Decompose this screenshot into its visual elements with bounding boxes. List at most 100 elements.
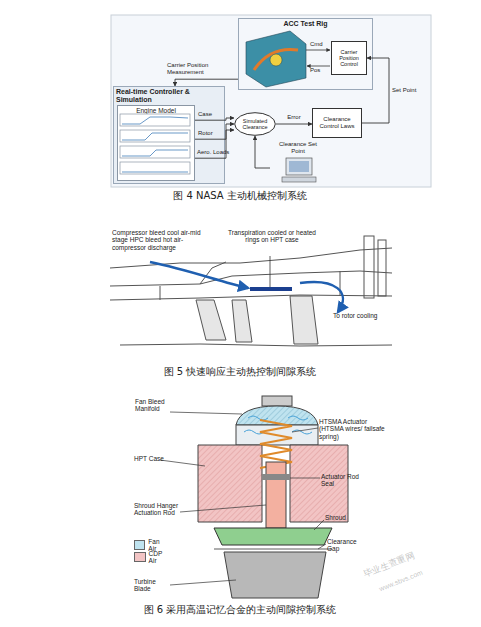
turbine-blade bbox=[290, 296, 318, 344]
leader-line bbox=[290, 478, 320, 479]
callout-label: Compressor bleed cool air-mid stage HPC … bbox=[112, 229, 210, 251]
ellipse-shape bbox=[235, 113, 276, 136]
figure-frame bbox=[111, 15, 431, 187]
screen bbox=[289, 161, 309, 172]
node-text: Engine Model bbox=[136, 107, 176, 114]
legend-entry: CDP Air bbox=[134, 550, 166, 565]
monitor bbox=[286, 158, 312, 175]
computer-icon bbox=[282, 158, 316, 182]
plot-trace bbox=[122, 133, 188, 140]
watermark: 毕业生查重网 bbox=[362, 539, 444, 580]
part-label: Actuator Rod Seal bbox=[321, 473, 367, 488]
computer-node: Clearance Set Point bbox=[270, 140, 326, 184]
manifold-cap bbox=[262, 396, 292, 406]
actuation-rod bbox=[266, 462, 286, 528]
leader-line bbox=[160, 460, 205, 466]
signal-label: Pos bbox=[310, 67, 330, 74]
shroud bbox=[214, 528, 332, 545]
vane bbox=[232, 300, 252, 342]
keyboard bbox=[282, 177, 316, 182]
connector bbox=[195, 118, 234, 120]
plot-frame bbox=[120, 146, 190, 158]
leader-line bbox=[318, 544, 326, 549]
edge-label: Set Point bbox=[392, 87, 426, 94]
connector bbox=[195, 130, 234, 158]
plot-trace bbox=[122, 172, 188, 173]
fan-bleed-manifold bbox=[236, 406, 318, 425]
engine-plots bbox=[120, 114, 190, 174]
flow-wave bbox=[288, 416, 308, 420]
casing-line bbox=[110, 295, 392, 300]
edge-label: Case bbox=[198, 111, 230, 118]
rotor-line bbox=[120, 344, 392, 346]
edge-label: Rotor bbox=[198, 130, 230, 137]
transpiration-ring bbox=[250, 287, 292, 291]
callout-label: Transpiration cooled or heated rings on … bbox=[222, 229, 322, 244]
node-text: Simulated Clearance bbox=[236, 118, 274, 131]
legend-text: CDP Air bbox=[149, 550, 166, 565]
rig-body bbox=[246, 31, 306, 87]
leader-line bbox=[270, 256, 271, 287]
leader-line bbox=[180, 505, 266, 512]
leader-line bbox=[292, 428, 318, 432]
plot-frame bbox=[120, 162, 190, 174]
turbine-blade bbox=[224, 552, 326, 598]
node-text: Carrier Position Control bbox=[334, 49, 364, 68]
casing-line bbox=[110, 248, 392, 268]
part-label: HTSMA Actuator (HTSMA wires/ failsafe sp… bbox=[319, 418, 385, 440]
plot-trace bbox=[122, 117, 188, 124]
process-box: Clearance Control Laws bbox=[312, 108, 362, 138]
bleed-air-arrow bbox=[150, 262, 248, 288]
engine-section bbox=[110, 236, 392, 346]
callout-label: To rotor cooling bbox=[333, 312, 379, 319]
leader-line bbox=[170, 580, 236, 585]
clearance-gap-line bbox=[214, 549, 332, 550]
figure-caption: 图 6 采用高温记忆合金的主动间隙控制系统 bbox=[70, 604, 410, 616]
strut bbox=[160, 286, 161, 300]
engine-model-box: Engine Model bbox=[117, 105, 195, 181]
connector bbox=[362, 58, 389, 123]
sma-spring bbox=[260, 420, 292, 468]
connector bbox=[195, 124, 234, 139]
process-box: Carrier Position Control bbox=[331, 41, 367, 75]
connector bbox=[255, 136, 270, 168]
node-text: ACC Test Rig bbox=[283, 20, 327, 28]
cooling-air-arrow bbox=[300, 282, 343, 312]
leader-line bbox=[170, 412, 242, 414]
part-label: Shroud bbox=[325, 514, 365, 521]
plot-frame bbox=[120, 114, 190, 126]
plot-trace bbox=[122, 150, 188, 156]
figure-caption: 图 5 快速响应主动热控制间隙系统 bbox=[90, 366, 390, 378]
part-label: Turbine Blade bbox=[134, 578, 174, 593]
test-rig-illustration bbox=[246, 31, 330, 87]
legend-swatch bbox=[134, 552, 146, 562]
connector bbox=[276, 124, 312, 125]
part-label: Fan Bleed Manifold bbox=[135, 398, 183, 413]
summing-ellipse: Simulated Clearance bbox=[234, 112, 276, 136]
leader-lines bbox=[160, 412, 326, 585]
vane bbox=[196, 300, 226, 340]
flange bbox=[364, 236, 374, 298]
part-label: HPT Case bbox=[134, 455, 174, 462]
edge-label: Aero. Loads bbox=[197, 149, 233, 156]
part-label: Clearance Gap bbox=[327, 538, 367, 553]
hpt-case bbox=[198, 445, 262, 522]
edge-group bbox=[175, 58, 389, 168]
cmd-arrow bbox=[306, 50, 330, 51]
hpt-case bbox=[290, 445, 348, 522]
node-text: Real-time Controller & Simulation bbox=[116, 88, 222, 104]
figure-caption: 图 4 NASA 主动机械控制系统 bbox=[90, 190, 390, 202]
node-text: Clearance Set Point bbox=[272, 141, 324, 155]
flow-wave bbox=[248, 416, 268, 420]
edge-label: Carrier Position Measurement bbox=[167, 62, 229, 76]
legend-swatch bbox=[134, 540, 145, 550]
signal-label: Cmd bbox=[310, 41, 330, 48]
connector bbox=[175, 79, 238, 86]
rig-actuator bbox=[270, 54, 282, 66]
rod-seal bbox=[262, 474, 290, 480]
pos-arrow bbox=[307, 66, 330, 67]
test-rig-box: ACC Test RigCarrier Position Control bbox=[238, 18, 373, 90]
